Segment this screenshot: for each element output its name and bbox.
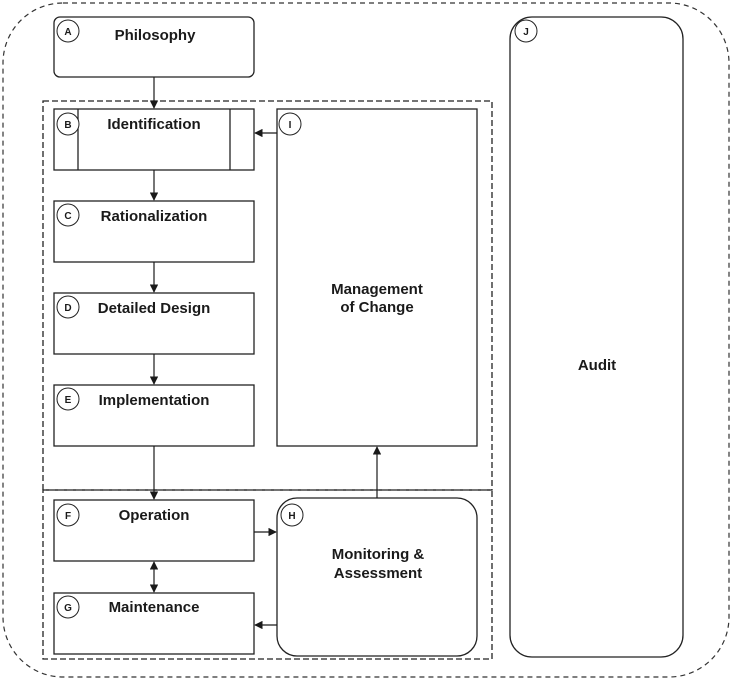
badge-h <box>280 503 304 527</box>
identification-label: Identification <box>107 116 200 133</box>
identification-box: B Identification <box>53 108 255 171</box>
badge-c <box>56 203 80 227</box>
detailed-design-box: D Detailed Design <box>53 292 255 355</box>
operation-phase-boundary <box>42 489 493 660</box>
moc-label-line1: Management <box>331 281 423 298</box>
badge-d-text: D <box>64 303 71 314</box>
badge-f-text: F <box>65 511 71 522</box>
maintenance-label: Maintenance <box>109 599 200 616</box>
badge-f <box>56 503 80 527</box>
philosophy-box: A Philosophy <box>53 16 255 78</box>
badge-j <box>514 19 538 43</box>
badge-g <box>56 595 80 619</box>
design-phase-boundary <box>42 100 493 491</box>
philosophy-label: Philosophy <box>115 27 196 44</box>
monitoring-assessment-box: H Monitoring & Assessment <box>276 497 478 657</box>
badge-a-text: A <box>64 27 71 38</box>
badge-d <box>56 295 80 319</box>
detailed-design-label: Detailed Design <box>98 300 211 317</box>
monitoring-label-line1: Monitoring & <box>332 546 425 563</box>
moc-label-line2: of Change <box>340 299 413 316</box>
badge-c-text: C <box>64 211 71 222</box>
badge-i <box>278 112 302 136</box>
rationalization-box: C Rationalization <box>53 200 255 263</box>
badge-e <box>56 387 80 411</box>
operation-label: Operation <box>119 507 190 524</box>
badge-e-text: E <box>65 395 72 406</box>
management-of-change-box: I Management of Change <box>276 108 478 447</box>
implementation-box: E Implementation <box>53 384 255 447</box>
badge-i-text: I <box>289 120 292 131</box>
rationalization-label: Rationalization <box>101 208 208 225</box>
badge-g-text: G <box>64 603 72 614</box>
badge-a <box>56 19 80 43</box>
badge-b-text: B <box>64 120 71 131</box>
operation-box: F Operation <box>53 499 255 562</box>
badge-b <box>56 112 80 136</box>
badge-h-text: H <box>288 511 295 522</box>
implementation-label: Implementation <box>99 392 210 409</box>
audit-box: J Audit <box>509 16 684 658</box>
monitoring-label-line2: Assessment <box>334 565 422 582</box>
maintenance-box: G Maintenance <box>53 592 255 655</box>
audit-label: Audit <box>578 357 616 374</box>
badge-j-text: J <box>523 27 529 38</box>
